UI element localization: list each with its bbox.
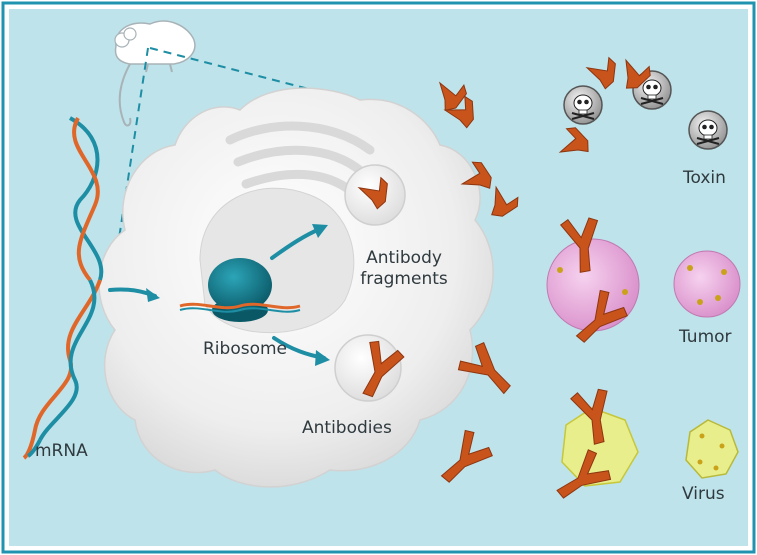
dashed-line-left (117, 47, 149, 246)
label-tumor: Tumor (679, 327, 732, 347)
tumor-cell (673, 250, 741, 318)
label-mrna: mRNA (35, 441, 88, 461)
label-virus: Virus (682, 484, 725, 504)
mouse-icon (114, 20, 196, 127)
label-ribosome: Ribosome (203, 339, 288, 359)
golgi-apparatus (225, 121, 375, 197)
label-toxin: Toxin (683, 168, 726, 188)
virus-bound (561, 407, 639, 487)
dashed-line-right (149, 47, 333, 96)
toxin-skull-3 (688, 110, 728, 150)
antibodies-vesicle (334, 334, 402, 402)
tumor-cell-bound (546, 238, 640, 332)
label-antibody-fragments-line1: Antibody (366, 248, 442, 268)
ribosome-icon (179, 258, 301, 322)
mrna-strand (22, 116, 104, 460)
label-antibody-fragments-line2: fragments (360, 269, 448, 289)
toxin-skull-1 (563, 85, 603, 125)
label-antibodies: Antibodies (302, 418, 392, 438)
